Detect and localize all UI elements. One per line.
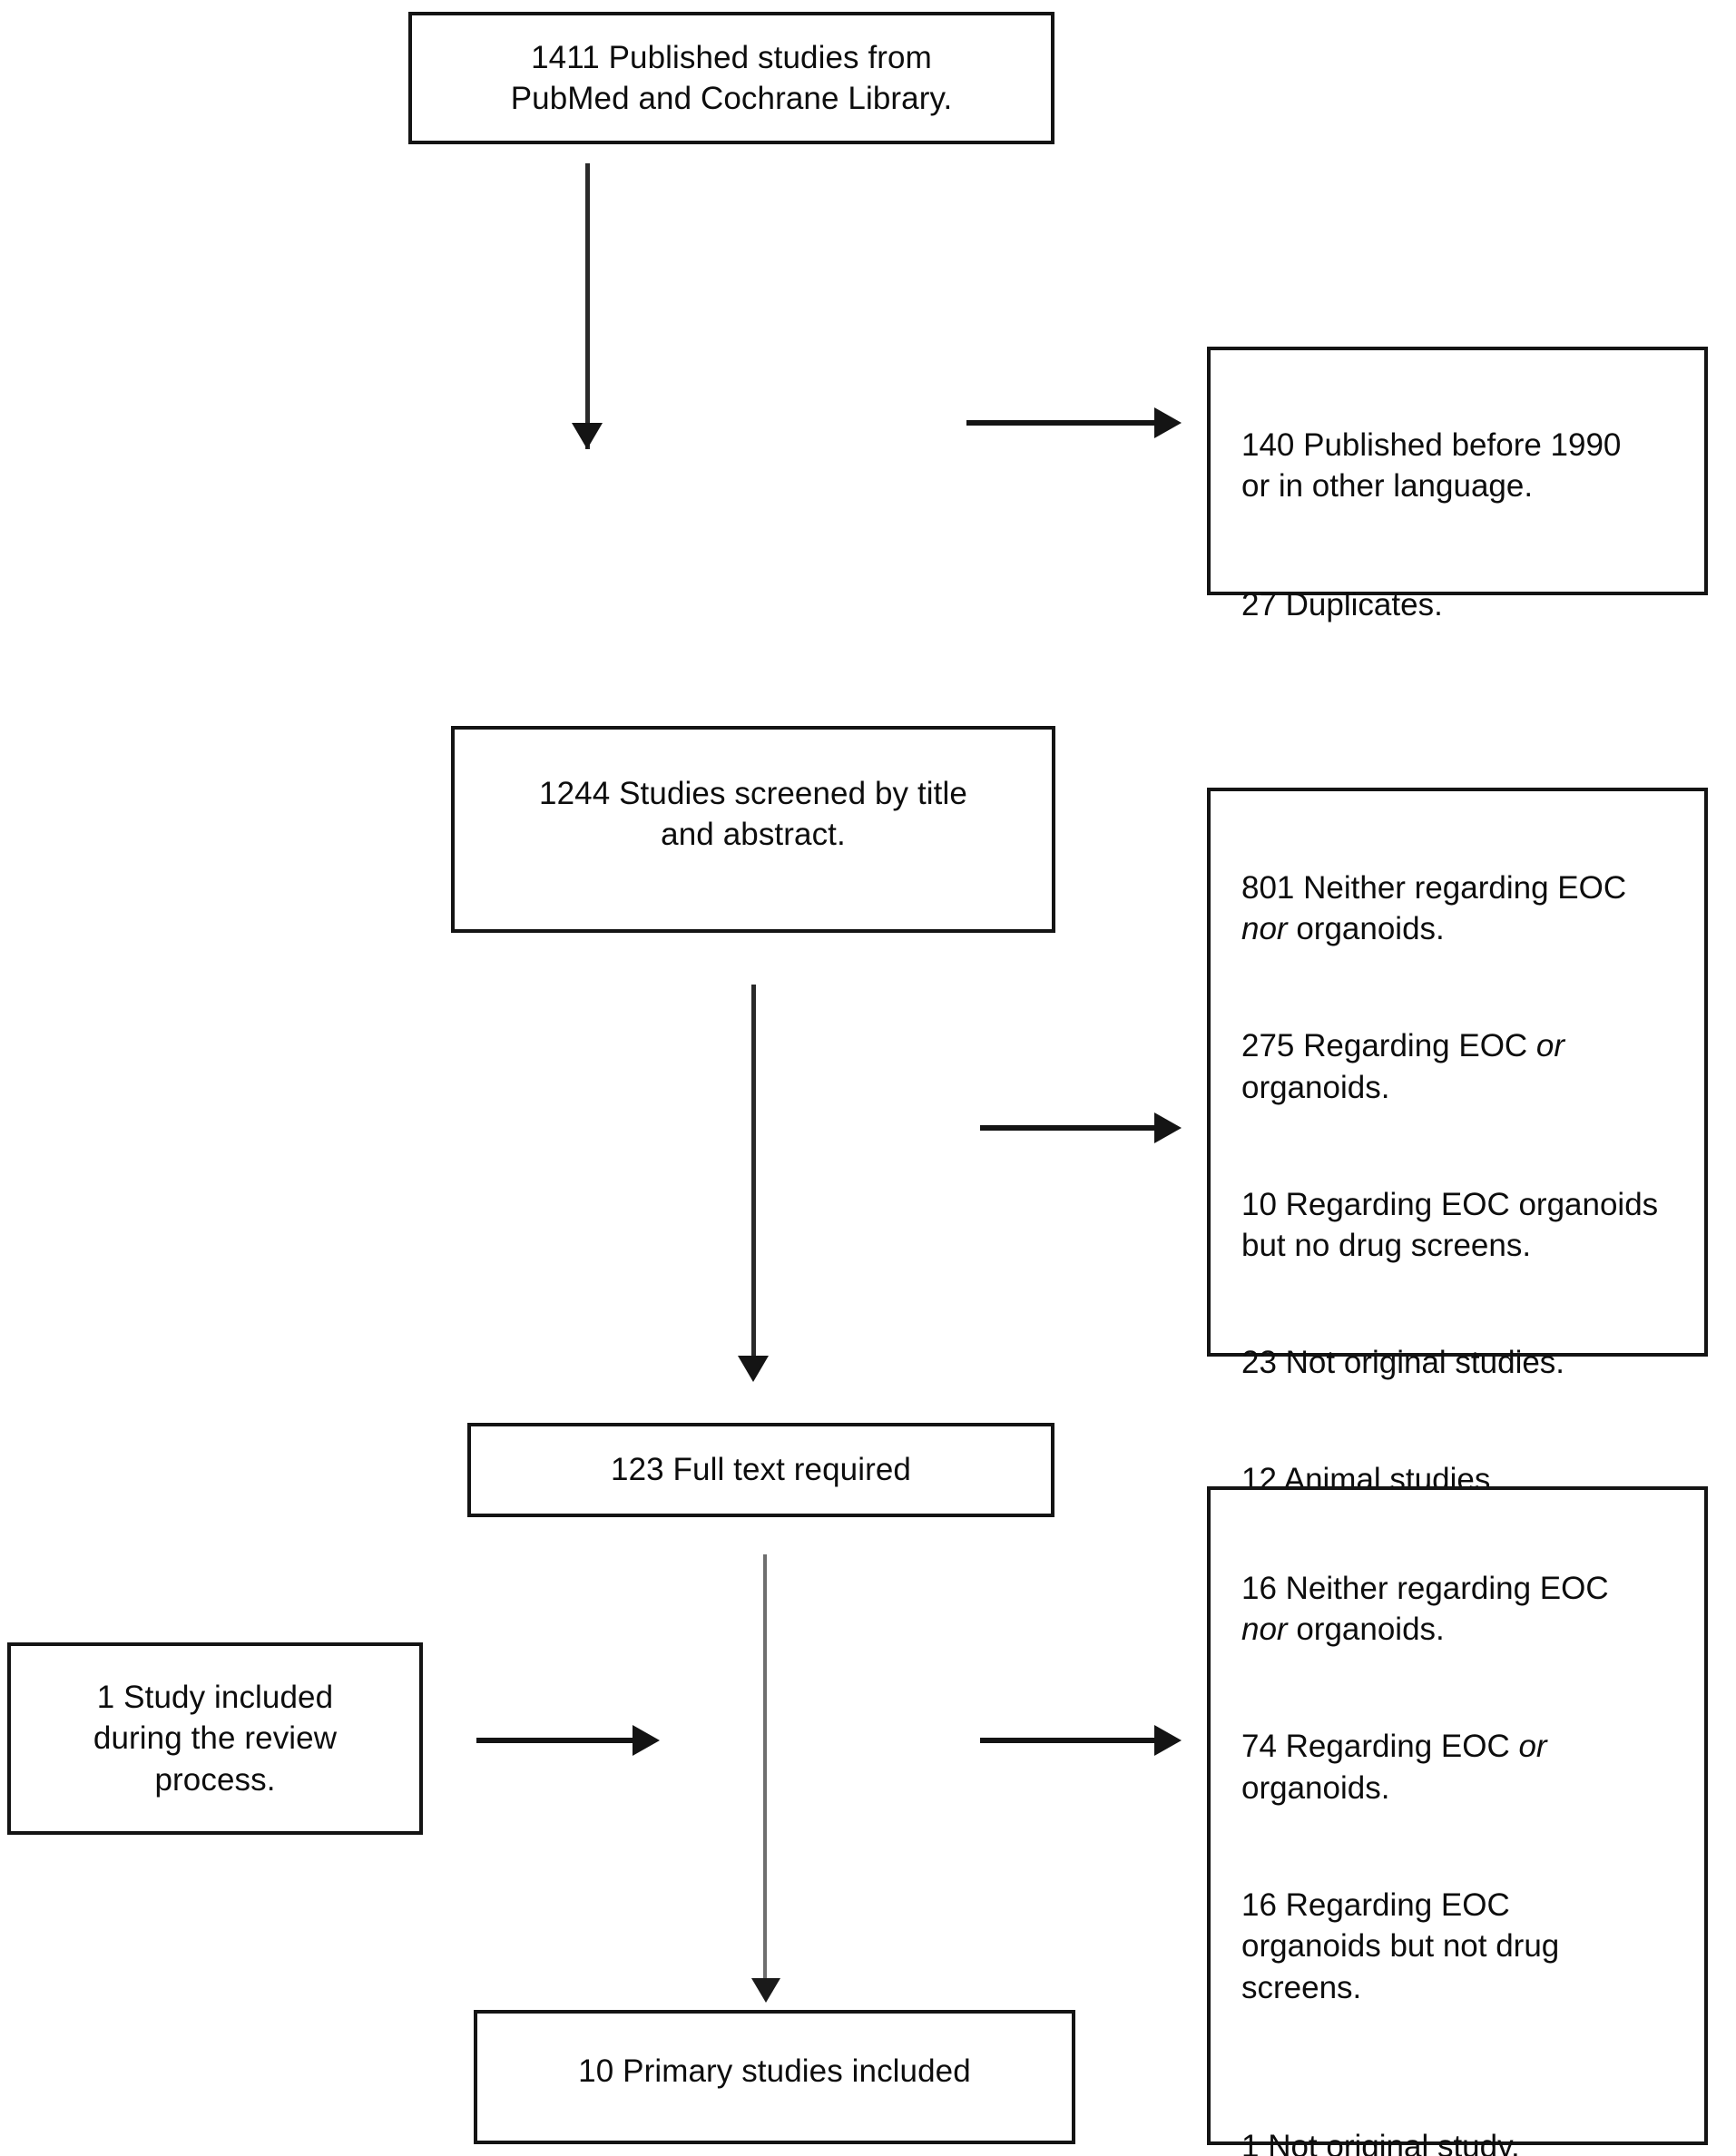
exclusion-item-text: 140 Published before 1990 or in other la… <box>1241 426 1622 505</box>
exclusion-item: 275 Regarding EOC or organoids. <box>1241 985 1673 1109</box>
box-additional-study: 1 Study included during the review proce… <box>7 1642 423 1835</box>
exclusion-item-text: 801 Neither regarding EOC <box>1241 869 1627 906</box>
exclusion-item-text-tail: organoids. <box>1241 1069 1390 1105</box>
box-additional-study-label: 1 Study included during the review proce… <box>93 1679 338 1798</box>
connector-to-exclusions-eligibility <box>980 1738 1157 1743</box>
connector-screening-to-eligibility <box>751 985 756 1357</box>
box-identification-label: 1411 Published studies from PubMed and C… <box>510 39 953 117</box>
box-included: 10 Primary studies included <box>474 2010 1075 2144</box>
box-screening: 1244 Studies screened by title and abstr… <box>451 726 1055 933</box>
connector-eligibility-to-included <box>763 1554 767 1983</box>
exclusion-item: 1 Not original study. <box>1241 2084 1673 2156</box>
exclusion-item-text-tail: organoids. <box>1287 911 1445 946</box>
arrowhead-to-exclusions-screening <box>1154 1112 1182 1143</box>
exclusion-item-emphasis: or <box>1535 1028 1565 1063</box>
connector-identification-to-screening <box>585 163 590 424</box>
exclusion-item: 23 Not original studies. <box>1241 1301 1673 1384</box>
exclusion-item-emphasis: nor <box>1241 1612 1288 1647</box>
exclusion-item: 16 Neither regarding EOC nor organoids. <box>1241 1526 1673 1651</box>
exclusion-item-text: 16 Regarding EOC organoids but not drug … <box>1241 1886 1560 2005</box>
exclusion-item-text: 10 Regarding EOC organoids but no drug s… <box>1241 1186 1659 1264</box>
box-exclusions-eligibility: 16 Neither regarding EOC nor organoids. … <box>1207 1486 1708 2156</box>
connector-additional-study-to-column <box>476 1738 635 1743</box>
exclusion-item-text: 1 Not original study. <box>1241 2128 1520 2156</box>
exclusion-item-text: 27 Duplicates. <box>1241 587 1443 622</box>
exclusion-item: 74 Regarding EOC or organoids. <box>1241 1685 1673 1809</box>
exclusion-item-text: 275 Regarding EOC <box>1241 1028 1536 1063</box>
arrowhead-to-exclusions-eligibility <box>1154 1725 1182 1756</box>
exclusion-item-text: 16 Neither regarding EOC <box>1241 1570 1609 1606</box>
box-identification: 1411 Published studies from PubMed and C… <box>408 12 1054 144</box>
exclusion-item: 16 Regarding EOC organoids but not drug … <box>1241 1843 1673 2008</box>
exclusion-item: 140 Published before 1990 or in other la… <box>1241 383 1673 507</box>
arrowhead-screening-to-eligibility <box>738 1356 769 1382</box>
exclusion-item-text: 74 Regarding EOC <box>1241 1729 1519 1764</box>
arrowhead-identification-to-screening <box>572 423 603 449</box>
exclusion-item-emphasis: or <box>1518 1729 1547 1764</box>
arrowhead-eligibility-to-included <box>751 1978 780 2003</box>
box-exclusions-identification: 140 Published before 1990 or in other la… <box>1207 347 1708 622</box>
box-included-label: 10 Primary studies included <box>578 2053 971 2090</box>
box-screening-label: 1244 Studies screened by title and abstr… <box>539 775 967 853</box>
exclusion-item-text-tail: organoids. <box>1241 1769 1390 1806</box>
arrowhead-additional-study-to-column <box>633 1725 660 1756</box>
arrowhead-to-exclusions-identification <box>1154 407 1182 438</box>
exclusion-item: 10 Regarding EOC organoids but no drug s… <box>1241 1142 1673 1267</box>
box-eligibility-label: 123 Full text required <box>611 1452 911 1488</box>
exclusion-item-emphasis: nor <box>1241 911 1288 946</box>
exclusion-item: 27 Duplicates. <box>1241 544 1673 626</box>
connector-to-exclusions-identification <box>966 420 1157 426</box>
exclusion-item-text-tail: organoids. <box>1287 1612 1445 1647</box>
exclusion-item-text: 23 Not original studies. <box>1241 1345 1565 1380</box>
connector-to-exclusions-screening <box>980 1125 1157 1131</box>
box-eligibility: 123 Full text required <box>467 1423 1054 1517</box>
exclusion-item: 801 Neither regarding EOC nor organoids. <box>1241 826 1673 950</box>
box-exclusions-screening: 801 Neither regarding EOC nor organoids.… <box>1207 788 1708 1497</box>
